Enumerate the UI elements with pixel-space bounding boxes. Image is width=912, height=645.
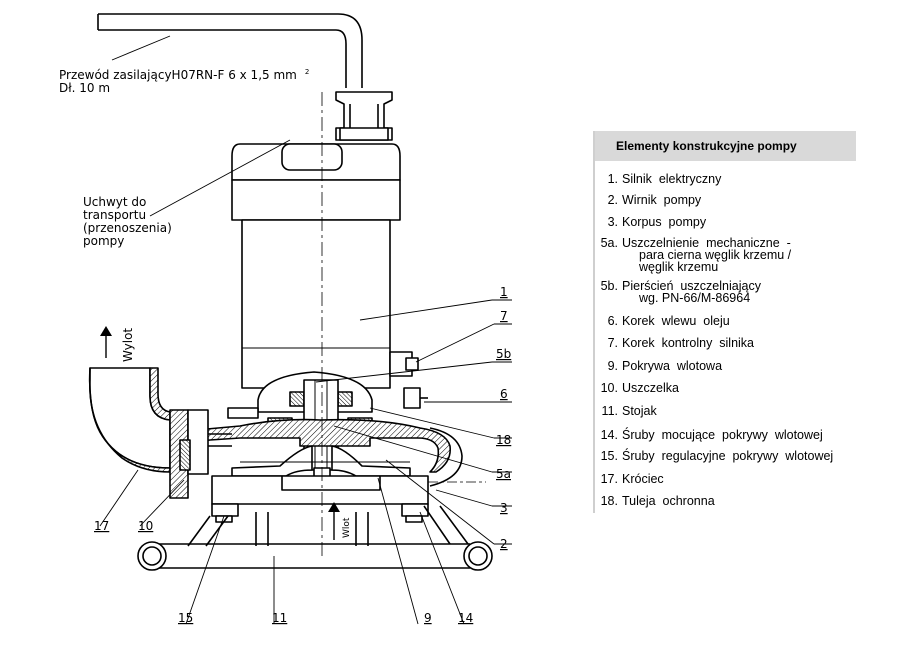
- legend-item: 14. Śruby mocujące pokrywy wlotowej: [597, 428, 823, 442]
- inlet-label: Wlot: [342, 517, 352, 538]
- legend-item-number: 7.: [607, 336, 618, 350]
- callout-11: 11: [272, 611, 287, 625]
- cable-label-superscript: 2: [304, 68, 310, 76]
- legend-item: 9. Pokrywa wlotowa: [597, 359, 723, 373]
- legend-item-number: 3.: [607, 215, 618, 229]
- pump-cross-section-drawing: 1 7 5b 6 18 5a 3 2 17 10 15 11 9 14 Wylo…: [88, 13, 512, 625]
- inlet-cover: [211, 475, 429, 523]
- legend-item-number: 14.: [600, 428, 618, 442]
- legend-item-number: 11.: [601, 404, 618, 418]
- legend-item-number: 5b.: [600, 279, 618, 293]
- legend-item-text: Tuleja ochronna: [622, 494, 715, 508]
- legend-title: Elementy konstrukcyjne pompy: [595, 131, 856, 161]
- seal-right: [337, 391, 353, 407]
- handle-label-line2: transportu: [83, 208, 147, 222]
- legend-item-number: 9.: [607, 359, 618, 373]
- inlet-arrow: [328, 502, 340, 540]
- legend-item-text-line2: wg. PN-66/M-86964: [639, 291, 751, 305]
- legend-item-text-line3: węglik krzemu: [639, 260, 719, 274]
- handle-label-line3: (przenoszenia): [83, 221, 172, 235]
- legend-item-number: 10.: [600, 381, 618, 395]
- callout-17: 17: [94, 519, 109, 533]
- legend-item: 7. Korek kontrolny silnika: [597, 336, 755, 350]
- callout-14: 14: [458, 611, 473, 625]
- legend-item: 1. Silnik elektryczny: [597, 172, 722, 186]
- legend-item-number: 2.: [607, 193, 618, 207]
- callout-1: 1: [500, 285, 508, 299]
- leader-lines: [99, 35, 512, 625]
- callout-7: 7: [500, 309, 508, 323]
- legend-item-text: Pokrywa wlotowa: [622, 359, 723, 373]
- callout-10: 10: [138, 519, 153, 533]
- seal-left: [289, 391, 305, 407]
- callout-15: 15: [178, 611, 193, 625]
- legend-item-text: Króciec: [622, 472, 664, 486]
- legend-item-number: 5a.: [600, 236, 618, 250]
- power-cable: [97, 13, 363, 88]
- legend-item-number: 17.: [600, 472, 618, 486]
- legend-item-number: 6.: [607, 314, 618, 328]
- cable-label-line2: Dł. 10 m: [59, 81, 111, 95]
- callout-2: 2: [500, 537, 508, 551]
- legend-item-text: Śruby regulacyjne pokrywy wlotowej: [622, 449, 834, 463]
- legend-item: 5b. Pierścień uszczelniający wg. PN-66/M-…: [597, 279, 761, 305]
- impeller: [231, 445, 411, 477]
- legend-item: 15. Śruby regulacyjne pokrywy wlotowej: [597, 449, 834, 463]
- legend-item-text: Stojak: [622, 404, 657, 418]
- stand: [137, 505, 493, 571]
- discharge-elbow: [88, 367, 209, 499]
- callout-3: 3: [500, 501, 508, 515]
- legend-item: 5a. Uszczelnienie mechaniczne - para cier…: [597, 236, 792, 274]
- handle-label-line1: Uchwyt do: [83, 195, 147, 209]
- legend-item: 2. Wirnik pompy: [597, 193, 702, 207]
- legend-item-text-line2: para cierna węglik krzemu /: [639, 248, 792, 262]
- legend-item-text: Silnik elektryczny: [622, 172, 722, 186]
- legend-item: 6. Korek wlewu oleju: [597, 314, 730, 328]
- legend-item-number: 1.: [607, 172, 618, 186]
- legend-item-text: Uszczelka: [622, 381, 679, 395]
- legend-item-number: 18.: [600, 494, 618, 508]
- cable-gland: [335, 91, 393, 141]
- legend-item-text: Korek wlewu oleju: [622, 314, 730, 328]
- outlet-arrow: [100, 326, 112, 358]
- handle-label-line4: pompy: [83, 234, 125, 248]
- legend-item-text: Korek kontrolny silnika: [622, 336, 755, 350]
- cable-label-line1: Przewód zasilającyH07RN-F 6 x 1,5 mm: [59, 68, 297, 82]
- callout-9: 9: [424, 611, 432, 625]
- transport-handle: [231, 143, 401, 181]
- legend-item: 11. Stojak: [597, 404, 657, 418]
- legend-item-text: Wirnik pompy: [622, 193, 702, 207]
- pump-casing: [195, 418, 452, 473]
- legend-item: 3. Korpus pompy: [597, 215, 707, 229]
- legend-item-text: Uszczelnienie mechaniczne -: [622, 236, 791, 250]
- components-legend: Elementy konstrukcyjne pompy 1. Silnik el…: [593, 131, 856, 513]
- callout-5a: 5a: [496, 467, 511, 481]
- legend-item-number: 15.: [600, 449, 618, 463]
- legend-item: 17. Króciec: [597, 472, 664, 486]
- cable-label: Przewód zasilającyH07RN-F 6 x 1,5 mm 2 Dł…: [59, 66, 309, 95]
- legend-item-text: Pierścień uszczelniający: [622, 279, 761, 293]
- legend-item: 10. Uszczelka: [597, 381, 679, 395]
- handle-label: Uchwyt do transportu (przenoszenia) pomp…: [83, 196, 172, 248]
- outlet-label: Wylot: [121, 328, 135, 362]
- callout-18: 18: [496, 433, 511, 447]
- callout-5b: 5b: [496, 347, 511, 361]
- motor-housing: [231, 179, 428, 409]
- legend-item-text: Korpus pompy: [622, 215, 707, 229]
- legend-item-text: Śruby mocujące pokrywy wlotowej: [622, 428, 823, 442]
- legend-item: 18. Tuleja ochronna: [597, 494, 715, 508]
- callout-6: 6: [500, 387, 508, 401]
